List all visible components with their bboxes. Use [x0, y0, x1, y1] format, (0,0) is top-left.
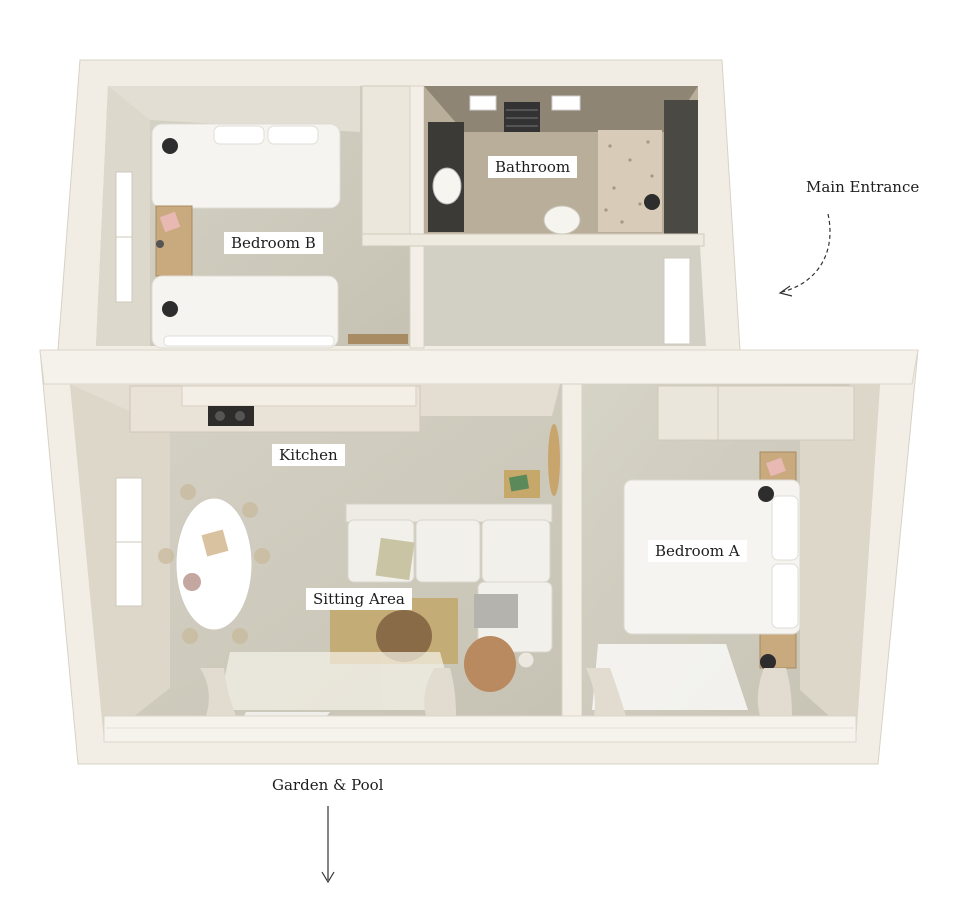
label-garden-pool: Garden & Pool — [272, 776, 384, 794]
toilet — [543, 205, 581, 235]
curtain-2 — [424, 668, 456, 716]
label-main-entrance: Main Entrance — [806, 178, 920, 196]
label-bedroom-a: Bedroom A — [648, 540, 747, 562]
hallway-floor — [424, 246, 706, 346]
upper-partition — [409, 85, 425, 349]
label-bathroom: Bathroom — [488, 156, 578, 178]
upper-block — [57, 59, 741, 351]
label-kitchen: Kitchen — [272, 444, 345, 466]
pouf — [464, 636, 516, 692]
shower-tiles — [598, 130, 662, 232]
bedroom-a-right-wall — [800, 384, 880, 740]
bathroom-lower-wall — [361, 233, 705, 247]
lower-front-wall — [103, 715, 857, 743]
bedroom-b-top-wall — [108, 86, 360, 132]
wardrobe — [361, 85, 411, 235]
bedroom-a-wardrobe — [657, 385, 855, 441]
dining-table — [158, 484, 270, 644]
lower-block — [39, 349, 919, 765]
garden-arrow-head — [321, 871, 335, 884]
coffee-table — [376, 610, 432, 662]
curtain-4 — [757, 668, 792, 716]
entrance-arrow — [781, 213, 831, 293]
towel-radiator — [504, 102, 540, 132]
curtain-3 — [586, 668, 626, 716]
round-mirror — [548, 424, 560, 496]
cooktop — [208, 406, 254, 426]
lower-partition — [561, 383, 583, 743]
curtain-1 — [200, 668, 236, 716]
bedroom-b-bed-1 — [151, 123, 341, 209]
label-bedroom-b: Bedroom B — [224, 232, 323, 254]
bedroom-b-bed-2 — [151, 275, 339, 349]
label-sitting-area: Sitting Area — [306, 588, 412, 610]
window-light-right — [592, 644, 748, 710]
lower-top-beam — [39, 349, 919, 385]
entrance-arrow-head — [778, 285, 793, 297]
sofa — [345, 503, 553, 653]
